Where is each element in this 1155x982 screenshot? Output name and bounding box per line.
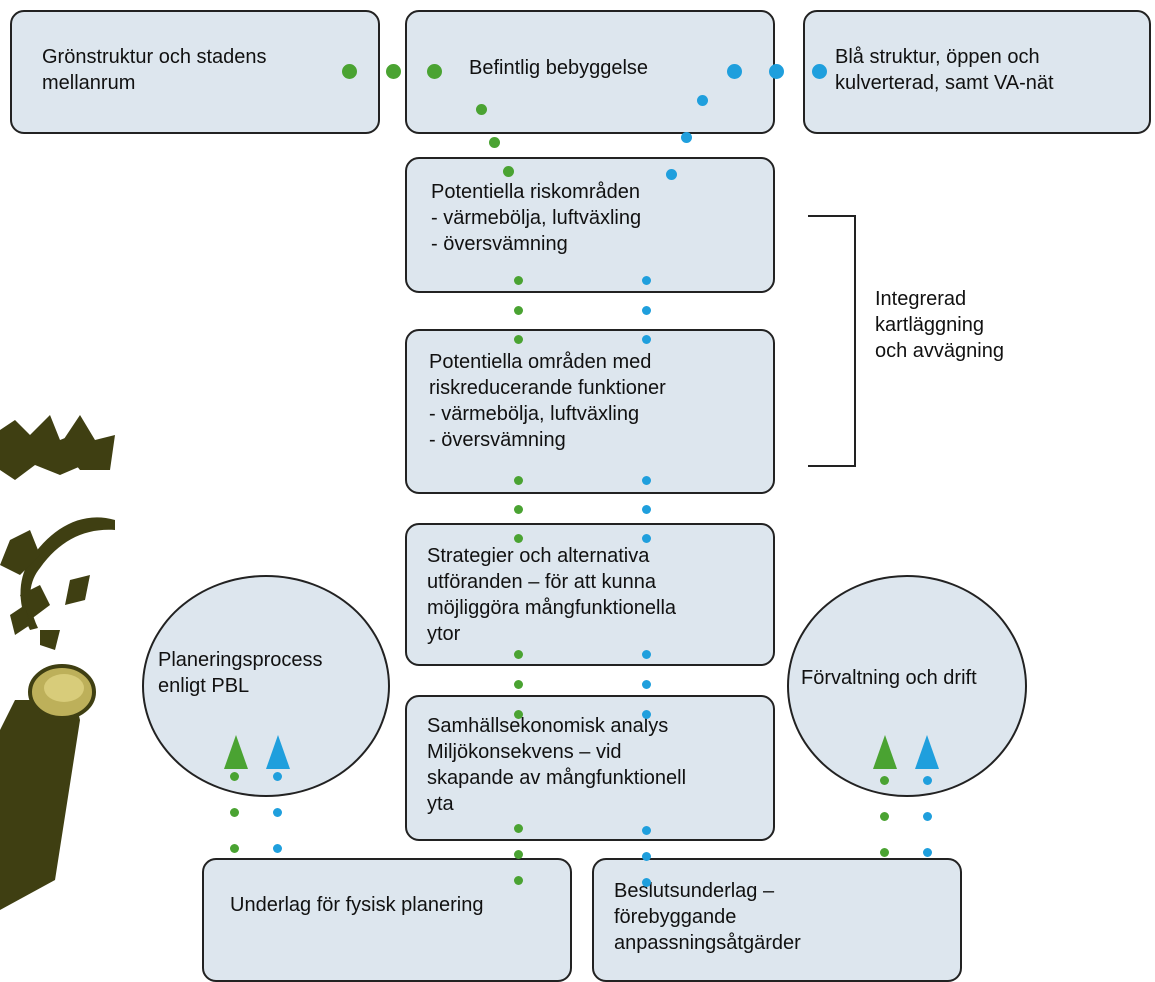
box-blue-structure-text: Blå struktur, öppen och kulverterad, sam… (835, 46, 1054, 94)
box-physical-planning: Underlag för fysisk planering (202, 858, 572, 982)
blue-dot (642, 335, 651, 344)
green-dot (386, 64, 401, 79)
green-dot (514, 876, 523, 885)
blue-dot (812, 64, 827, 79)
green-dot (503, 166, 514, 177)
green-dot (514, 680, 523, 689)
box-decision-basis-text: Beslutsunderlag – förebyggande anpassnin… (614, 880, 801, 954)
box-blue-structure: Blå struktur, öppen och kulverterad, sam… (803, 10, 1151, 134)
blue-dot (642, 852, 651, 861)
green-dot (230, 844, 239, 853)
green-dot (230, 808, 239, 817)
plant-illustration (0, 415, 115, 910)
circle-management: Förvaltning och drift (787, 575, 1027, 797)
blue-dot (727, 64, 742, 79)
blue-dot (642, 306, 651, 315)
box-socioeconomic-text: Samhällsekonomisk analys Miljökonsekvens… (427, 715, 687, 815)
blue-arrow-icon (915, 735, 939, 769)
blue-dot (923, 776, 932, 785)
green-dot (514, 306, 523, 315)
green-dot (880, 812, 889, 821)
green-dot (342, 64, 357, 79)
box-physical-planning-text: Underlag för fysisk planering (230, 894, 484, 916)
box-green-structure-text: Grönstruktur och stadens mellanrum (42, 46, 267, 94)
green-dot (514, 505, 523, 514)
green-dot (514, 534, 523, 543)
blue-dot (923, 848, 932, 857)
box-risk-reducing: Potentiella områden med riskreducerande … (405, 329, 775, 494)
box-risk-areas-text: Potentiella riskområden - värmebölja, lu… (431, 181, 642, 255)
green-dot (427, 64, 442, 79)
blue-dot (681, 132, 692, 143)
green-dot (514, 710, 523, 719)
green-dot (230, 772, 239, 781)
box-risk-reducing-text: Potentiella områden med riskreducerande … (429, 351, 666, 451)
blue-dot (666, 169, 677, 180)
blue-dot (273, 808, 282, 817)
box-risk-areas: Potentiella riskområden - värmebölja, lu… (405, 157, 775, 293)
circle-planning-process-text: Planeringsprocess enligt PBL (158, 649, 323, 697)
circle-planning-process: Planeringsprocess enligt PBL (142, 575, 390, 797)
blue-dot (273, 844, 282, 853)
green-dot (489, 137, 500, 148)
green-dot (514, 276, 523, 285)
green-dot (880, 848, 889, 857)
blue-dot (273, 772, 282, 781)
green-dot (514, 335, 523, 344)
blue-dot (642, 276, 651, 285)
box-existing-buildings-text: Befintlig bebyggelse (469, 57, 649, 79)
green-dot (476, 104, 487, 115)
box-existing-buildings: Befintlig bebyggelse (405, 10, 775, 134)
blue-dot (642, 476, 651, 485)
blue-dot (642, 650, 651, 659)
green-dot (514, 476, 523, 485)
blue-dot (642, 826, 651, 835)
blue-dot (769, 64, 784, 79)
blue-arrow-icon (266, 735, 290, 769)
green-arrow-icon (873, 735, 897, 769)
blue-dot (642, 710, 651, 719)
blue-dot (642, 534, 651, 543)
integration-bracket (808, 215, 856, 467)
green-arrow-icon (224, 735, 248, 769)
blue-dot (697, 95, 708, 106)
blue-dot (642, 680, 651, 689)
circle-management-text: Förvaltning och drift (801, 667, 977, 689)
box-decision-basis: Beslutsunderlag – förebyggande anpassnin… (592, 858, 962, 982)
green-dot (514, 850, 523, 859)
blue-dot (923, 812, 932, 821)
blue-dot (642, 878, 651, 887)
blue-dot (642, 505, 651, 514)
bracket-label: Integrerad kartläggning och avvägning (875, 288, 1004, 362)
green-dot (880, 776, 889, 785)
green-dot (514, 824, 523, 833)
box-green-structure: Grönstruktur och stadens mellanrum (10, 10, 380, 134)
green-dot (514, 650, 523, 659)
box-strategies: Strategier och alternativa utföranden – … (405, 523, 775, 666)
box-socioeconomic: Samhällsekonomisk analys Miljökonsekvens… (405, 695, 775, 841)
box-strategies-text: Strategier och alternativa utföranden – … (427, 545, 677, 645)
